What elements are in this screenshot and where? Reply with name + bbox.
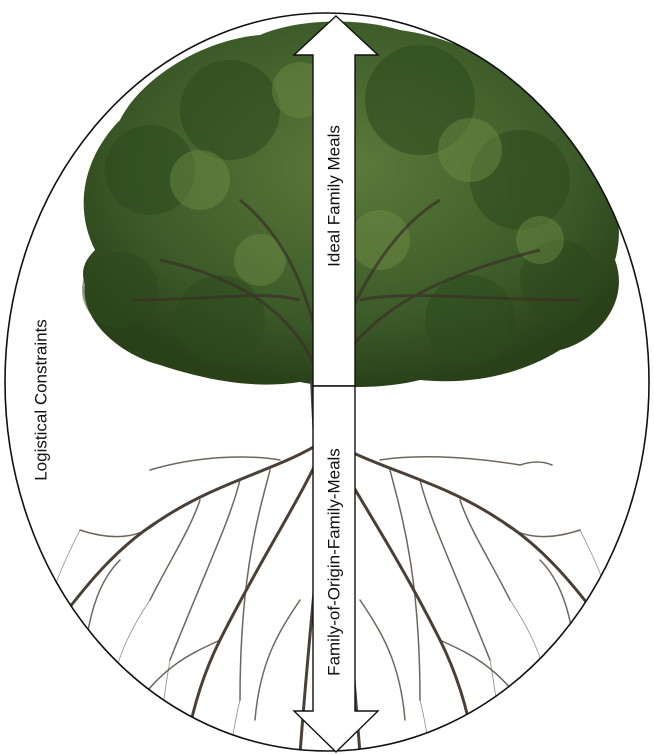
family-of-origin-label: Family-of-Origin-Family-Meals	[324, 448, 343, 676]
ideal-family-meals-label: Ideal Family Meals	[324, 125, 343, 267]
logistical-constraints-label: Logistical Constraints	[31, 319, 50, 481]
